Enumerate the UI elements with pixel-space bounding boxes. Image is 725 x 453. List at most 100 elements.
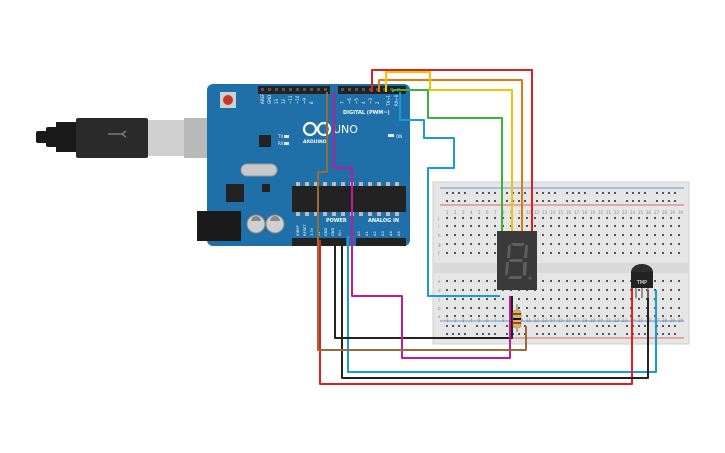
wire-magenta xyxy=(333,92,511,359)
rail-hole xyxy=(608,333,610,335)
column-number: 13 xyxy=(542,318,548,323)
resistor xyxy=(512,304,522,332)
column-number: 7 xyxy=(494,210,497,215)
breadboard-hole xyxy=(630,234,632,236)
breadboard-hole xyxy=(494,217,496,219)
breadboard-hole xyxy=(534,225,536,227)
breadboard-hole xyxy=(574,252,576,254)
breadboard-hole xyxy=(598,280,600,282)
rail-hole xyxy=(584,333,586,335)
breadboard-hole xyxy=(670,289,672,291)
breadboard-hole xyxy=(526,298,528,300)
wire-yellow xyxy=(385,71,513,232)
header-analog xyxy=(356,238,406,246)
breadboard-hole xyxy=(550,307,552,309)
breadboard-hole xyxy=(654,234,656,236)
rail-hole xyxy=(662,192,664,194)
breadboard-hole xyxy=(550,217,552,219)
usb-chip xyxy=(259,135,271,147)
breadboard-hole xyxy=(470,315,472,317)
breadboard-hole xyxy=(606,298,608,300)
column-number: 6 xyxy=(486,318,489,323)
column-number: 8 xyxy=(502,318,505,323)
breadboard-hole xyxy=(614,252,616,254)
pin-label-reset: RESET xyxy=(303,224,307,236)
pin-label-a5: A5 xyxy=(397,231,401,236)
breadboard-hole xyxy=(590,243,592,245)
rail-hole xyxy=(524,200,526,202)
breadboard-hole xyxy=(454,234,456,236)
breadboard-hole xyxy=(486,280,488,282)
breadboard-hole xyxy=(638,307,640,309)
breadboard-hole xyxy=(590,315,592,317)
wire-red xyxy=(371,69,533,232)
arduino-logo-icon xyxy=(302,121,332,137)
rail-hole xyxy=(518,192,520,194)
pin-label-3: ~3 xyxy=(368,98,373,104)
rail-hole xyxy=(464,325,466,327)
breadboard-hole xyxy=(646,225,648,227)
column-number: 23 xyxy=(622,210,628,215)
row-letter-a: a xyxy=(438,314,441,319)
column-number: 18 xyxy=(582,210,588,215)
breadboard-hole xyxy=(670,252,672,254)
breadboard-hole xyxy=(606,252,608,254)
rail-hole xyxy=(674,200,676,202)
breadboard-hole xyxy=(470,298,472,300)
pin-label-12: 12 xyxy=(281,98,286,104)
breadboard-hole xyxy=(654,243,656,245)
pin-label-3v3: 3.3V xyxy=(310,227,314,236)
breadboard-hole xyxy=(462,225,464,227)
column-number: 11 xyxy=(526,210,532,215)
breadboard-hole xyxy=(446,307,448,309)
breadboard-hole xyxy=(566,243,568,245)
rail-hole xyxy=(458,325,460,327)
breadboard-hole xyxy=(606,315,608,317)
breadboard-hole xyxy=(526,307,528,309)
rail-hole xyxy=(614,200,616,202)
sensor-label: TMP xyxy=(636,280,647,286)
rail-hole xyxy=(626,325,628,327)
column-number: 20 xyxy=(598,318,604,323)
breadboard-hole xyxy=(550,289,552,291)
breadboard-hole xyxy=(598,289,600,291)
column-number: 3 xyxy=(462,210,465,215)
rail-hole xyxy=(476,192,478,194)
rail-hole xyxy=(542,325,544,327)
breadboard-hole xyxy=(478,234,480,236)
breadboard-hole xyxy=(566,280,568,282)
rail-hole xyxy=(608,192,610,194)
breadboard-hole xyxy=(486,234,488,236)
column-number: 28 xyxy=(662,318,668,323)
breadboard-hole xyxy=(542,243,544,245)
pin-label-vin: Vin xyxy=(338,230,342,236)
breadboard-hole xyxy=(446,280,448,282)
breadboard-hole xyxy=(622,252,624,254)
rail-hole xyxy=(596,200,598,202)
rail-hole xyxy=(476,325,478,327)
wire-orange xyxy=(378,79,523,232)
breadboard-hole xyxy=(462,298,464,300)
rail-hole xyxy=(632,192,634,194)
column-number: 5 xyxy=(478,210,481,215)
breadboard-hole xyxy=(526,225,528,227)
rail-hole xyxy=(596,325,598,327)
digital-pwm-label: DIGITAL (PWM~) xyxy=(343,110,390,116)
breadboard-hole xyxy=(470,225,472,227)
pin-label-8: 8 xyxy=(309,101,314,104)
breadboard-hole xyxy=(614,243,616,245)
column-number: 19 xyxy=(590,210,596,215)
rail-hole xyxy=(662,325,664,327)
breadboard-hole xyxy=(622,289,624,291)
breadboard-hole xyxy=(566,298,568,300)
breadboard-hole xyxy=(494,225,496,227)
rail-hole xyxy=(584,200,586,202)
rail-hole xyxy=(548,325,550,327)
board-model-label: UNO xyxy=(333,123,358,136)
breadboard-hole xyxy=(574,315,576,317)
analog-in-label: ANALOG IN xyxy=(368,218,399,224)
breadboard-hole xyxy=(646,217,648,219)
rail-hole xyxy=(668,192,670,194)
rail-hole xyxy=(602,325,604,327)
rail-hole xyxy=(644,200,646,202)
